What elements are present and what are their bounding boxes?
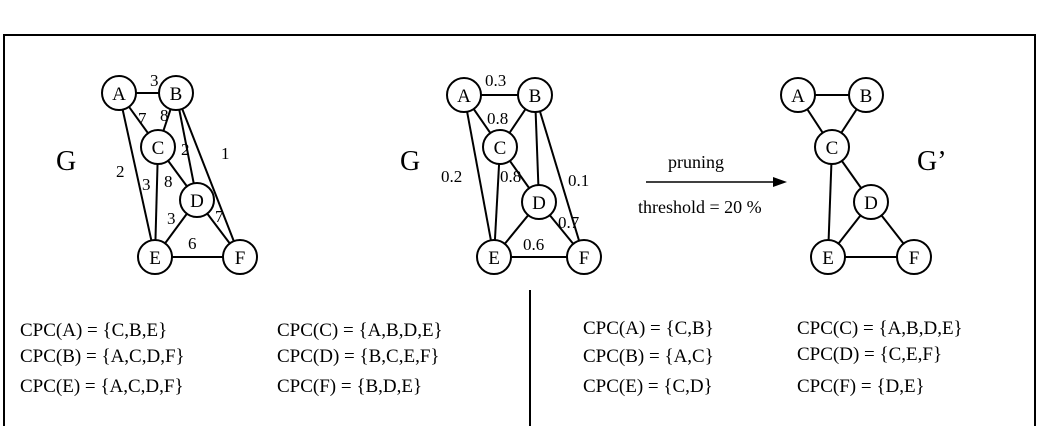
edge-weight: 0.6 xyxy=(523,235,544,254)
edge-a-e xyxy=(118,92,156,258)
graph-g-prime: G’ A B C D E F xyxy=(780,77,947,275)
edge-weight: 0.8 xyxy=(487,109,508,128)
svg-text:B: B xyxy=(860,86,873,107)
graph-g-middle: G 0.3 0.8 0.2 0.8 0.1 0.7 0.6 A B C D E … xyxy=(400,71,602,275)
node-e: E xyxy=(137,239,173,275)
svg-text:B: B xyxy=(529,86,542,107)
cpc-entry: CPC(D) = {C,E,F} xyxy=(797,344,942,365)
node-d: D xyxy=(521,184,557,220)
edge-c-e xyxy=(493,146,501,258)
svg-text:C: C xyxy=(826,138,839,159)
svg-text:C: C xyxy=(494,138,507,159)
svg-text:B: B xyxy=(170,84,183,105)
svg-text:E: E xyxy=(488,248,500,269)
svg-text:D: D xyxy=(864,193,878,214)
graph-g-left: G 3 7 8 2 1 2 3 8 3 7 6 A B C D E F xyxy=(56,71,258,275)
node-a: A xyxy=(101,75,137,111)
cpc-entry: CPC(A) = {C,B} xyxy=(583,318,714,339)
svg-text:A: A xyxy=(112,84,126,105)
edge-a-e xyxy=(463,94,495,258)
cpc-entry: CPC(A) = {C,B,E} xyxy=(20,320,167,341)
node-f: F xyxy=(222,239,258,275)
node-a: A xyxy=(780,77,816,113)
arrow-head-icon xyxy=(773,177,787,187)
svg-text:F: F xyxy=(909,248,920,269)
cpc-entry: CPC(F) = {D,E} xyxy=(797,376,925,397)
edge-weight: 0.7 xyxy=(558,213,580,232)
edge-weight: 0.8 xyxy=(500,167,521,186)
svg-text:A: A xyxy=(791,86,805,107)
edge-weight: 0.1 xyxy=(568,171,589,190)
node-f: F xyxy=(896,239,932,275)
svg-text:F: F xyxy=(235,248,246,269)
node-d: D xyxy=(179,182,215,218)
cpc-entry: CPC(F) = {B,D,E} xyxy=(277,376,422,397)
edge-weight: 8 xyxy=(160,106,169,125)
edge-weight: 6 xyxy=(188,234,197,253)
graph-title: G xyxy=(56,146,76,177)
edge-weight: 2 xyxy=(116,162,125,181)
cpc-entry: CPC(D) = {B,C,E,F} xyxy=(277,346,440,367)
edge-weight: 0.3 xyxy=(485,71,506,90)
cpc-entry: CPC(E) = {A,C,D,F} xyxy=(20,376,184,397)
node-a: A xyxy=(446,77,482,113)
svg-text:E: E xyxy=(149,248,161,269)
edge-b-f xyxy=(534,94,585,258)
threshold-label: threshold = 20 % xyxy=(638,197,762,217)
edge-c-e xyxy=(154,146,159,258)
node-c: C xyxy=(482,129,518,165)
svg-text:A: A xyxy=(457,86,471,107)
cpc-entry: CPC(C) = {A,B,D,E} xyxy=(797,318,963,339)
cpc-right-list: CPC(A) = {C,B} CPC(C) = {A,B,D,E} CPC(B)… xyxy=(583,318,963,397)
node-b: B xyxy=(158,75,194,111)
node-e: E xyxy=(476,239,512,275)
edge-b-d xyxy=(175,92,198,201)
edge-b-f xyxy=(175,92,241,258)
node-c: C xyxy=(814,129,850,165)
cpc-entry: CPC(B) = {A,C,D,F} xyxy=(20,346,185,367)
svg-text:D: D xyxy=(532,193,546,214)
edge-weight: 3 xyxy=(150,71,159,90)
pruning-arrow-group: pruning threshold = 20 % xyxy=(638,152,787,217)
graph-title: G xyxy=(400,146,420,177)
edge-c-e xyxy=(827,146,833,258)
cpc-entry: CPC(C) = {A,B,D,E} xyxy=(277,320,443,341)
edge-weight: 3 xyxy=(142,175,151,194)
edge-weight: 1 xyxy=(221,144,230,163)
cpc-entry: CPC(B) = {A,C} xyxy=(583,346,714,367)
figure-frame xyxy=(3,34,1036,426)
svg-text:F: F xyxy=(579,248,590,269)
cpc-left-list: CPC(A) = {C,B,E} CPC(C) = {A,B,D,E} CPC(… xyxy=(20,320,443,397)
cpc-entry: CPC(E) = {C,D} xyxy=(583,376,713,397)
edge-weight: 2 xyxy=(181,140,190,159)
edge-weight: 7 xyxy=(138,109,147,128)
node-f: F xyxy=(566,239,602,275)
node-d: D xyxy=(853,184,889,220)
node-e: E xyxy=(810,239,846,275)
edge-weight: 0.2 xyxy=(441,167,462,186)
graph-title: G’ xyxy=(917,146,947,177)
edge-weight: 7 xyxy=(215,207,224,226)
edge-weight: 8 xyxy=(164,172,173,191)
svg-text:C: C xyxy=(152,138,165,159)
node-c: C xyxy=(140,129,176,165)
node-b: B xyxy=(517,77,553,113)
svg-text:E: E xyxy=(822,248,834,269)
svg-text:D: D xyxy=(190,191,204,212)
edge-weight: 3 xyxy=(167,209,176,228)
pruning-label: pruning xyxy=(668,152,724,172)
node-b: B xyxy=(848,77,884,113)
